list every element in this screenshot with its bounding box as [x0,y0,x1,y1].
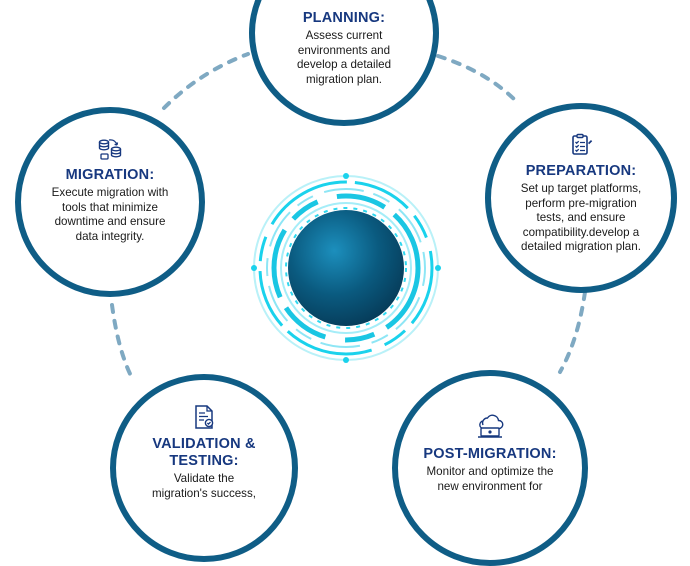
stage-migration-desc-3: downtime and ensure [54,215,166,228]
stage-preparation-desc-4: compatibility.develop a [522,225,640,239]
connector-planning-preparation [436,54,520,105]
stage-planning-desc-1: Assess current [305,29,383,42]
stage-validation-desc-2: migration's success, [151,486,256,500]
stage-planning-title: PLANNING: [302,10,386,26]
document-check-icon [195,405,214,429]
stage-post-migration-desc-2: new environment for [437,479,543,493]
stage-preparation-desc-1: Set up target platforms, [520,182,642,195]
stage-post-migration: POST-MIGRATION: Monitor and optimize the… [392,370,588,566]
cloud-laptop-icon [478,414,504,438]
stage-preparation-desc-5: detailed migration plan. [521,240,641,253]
stage-preparation-desc-2: perform pre-migration [525,196,637,210]
stage-planning-desc-3: develop a detailed [296,58,392,71]
stage-validation-title-1: VALIDATION & [152,436,256,452]
stage-migration-desc-4: data integrity. [75,229,145,243]
migration-process-diagram: PLANNING: Assess current environments an… [15,0,677,566]
stage-preparation-title: PREPARATION: [525,163,637,179]
connector-migration-validation [110,303,134,380]
stage-preparation: PREPARATION: Set up target platforms, pe… [485,103,677,293]
stage-migration: MIGRATION: Execute migration with tools … [15,107,205,297]
connector-preparation-postmigration [558,290,587,374]
stage-preparation-desc-3: tests, and ensure [536,211,626,224]
stage-migration-desc-2: tools that minimize [61,200,158,214]
stage-validation-desc-1: Validate the [173,472,235,485]
diagram-background [110,52,587,380]
stage-post-migration-desc-1: Monitor and optimize the [426,465,554,478]
connector-migration-planning [162,52,250,110]
stage-migration-desc-1: Execute migration with [51,186,169,199]
center-sphere-graphic [251,173,441,363]
stage-planning-desc-2: environments and [297,43,391,57]
stage-migration-title: MIGRATION: [65,167,155,183]
stage-validation-title-2: TESTING: [169,453,239,469]
stage-post-migration-title: POST-MIGRATION: [423,446,557,462]
stage-planning-desc-4: migration plan. [305,72,383,86]
stage-validation-testing: VALIDATION & TESTING: Validate the migra… [110,374,298,562]
checklist-icon [572,133,593,155]
database-transfer-icon [98,139,122,160]
